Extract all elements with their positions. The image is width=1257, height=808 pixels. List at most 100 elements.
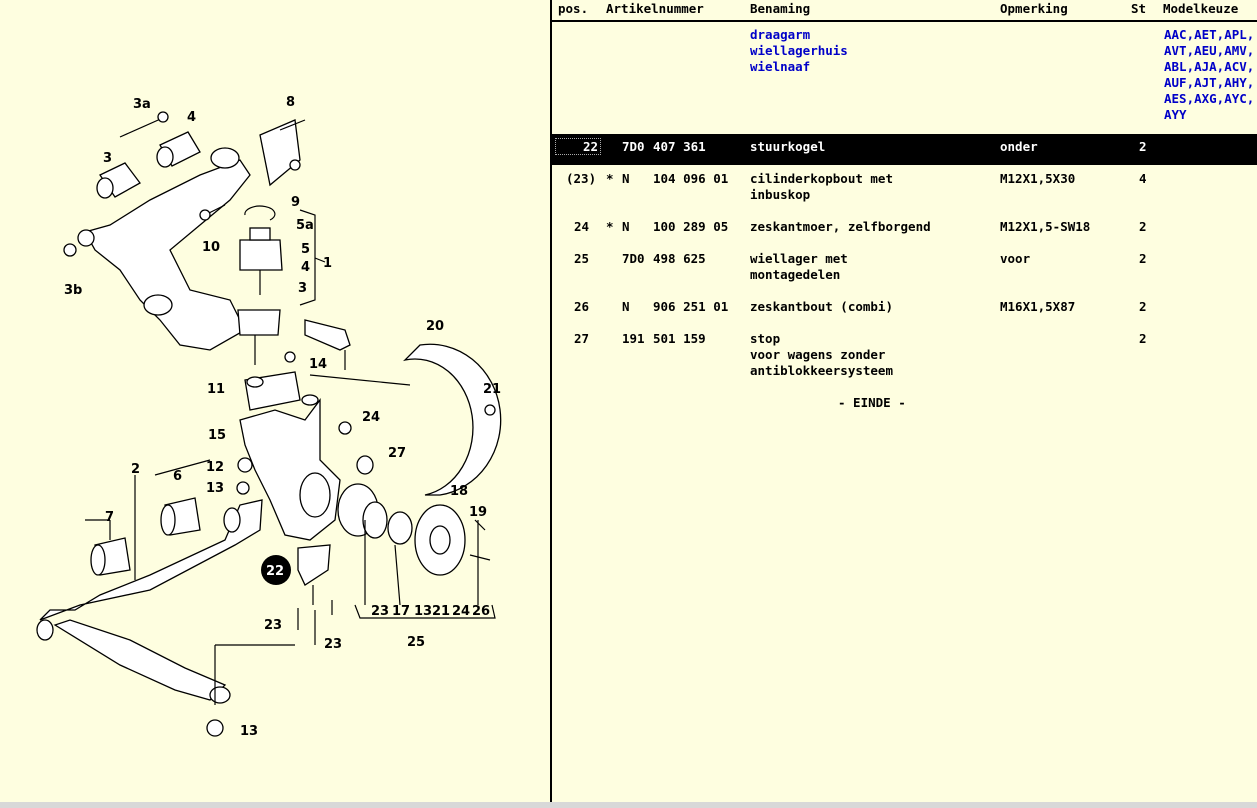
callout-26: 26 (472, 604, 490, 619)
row-qty: 4 (1139, 171, 1147, 186)
col-st[interactable]: St (1131, 1, 1147, 16)
end-marker: - EINDE - (552, 395, 1257, 411)
callout-24: 24 (362, 410, 380, 425)
brake-shield (403, 343, 502, 496)
group-line: wiellagerhuis (750, 43, 848, 58)
callout-13c: 13 (240, 724, 258, 739)
callout-27: 27 (388, 446, 406, 461)
row-remark: M12X1,5X30 (1000, 171, 1076, 186)
model-line: AYY (1164, 107, 1187, 122)
callout-22-highlight[interactable] (261, 555, 291, 585)
callout-13b: 13 (414, 604, 432, 619)
callout-9: 9 (291, 195, 300, 210)
row-star: * (606, 171, 614, 186)
row-desc: voor wagens zonder (750, 347, 886, 362)
callout-11: 11 (207, 382, 225, 397)
callout-21: 21 (483, 382, 501, 397)
group-header-row[interactable]: draagarm wiellagerhuis wielnaaf AAC,AET,… (552, 27, 1257, 123)
callout-23b: 23 (264, 618, 282, 633)
upper-control-arm (84, 159, 251, 351)
row-desc: antiblokkeersysteem (750, 363, 893, 378)
col-pos[interactable]: pos. (558, 1, 589, 16)
row-prefix: N (622, 171, 630, 186)
callout-3b: 3b (64, 283, 82, 298)
callout-10: 10 (202, 240, 220, 255)
callout-24b: 24 (452, 604, 470, 619)
table-row[interactable]: 24 * N 100 289 05 zeskantmoer, zelfborge… (552, 219, 1257, 235)
row-qty: 2 (1139, 251, 1147, 266)
row-qty: 2 (1139, 331, 1147, 346)
table-row[interactable]: 26 N 906 251 01 zeskantbout (combi) M16X… (552, 299, 1257, 315)
group-line: wielnaaf (750, 59, 811, 74)
callout-15: 15 (208, 428, 226, 443)
row-remark: M12X1,5-SW18 (1000, 219, 1091, 234)
callout-4b: 4 (301, 260, 310, 275)
callout-19: 19 (469, 505, 487, 520)
row-pos: 24 (574, 219, 590, 234)
row-number: 104 096 01 (653, 171, 729, 186)
column-header-bar: pos. Artikelnummer Benaming Opmerking St… (552, 0, 1257, 22)
row-desc: cilinderkopbout met (750, 171, 893, 186)
row-qty: 2 (1139, 299, 1147, 314)
callout-18: 18 (450, 484, 468, 499)
exploded-parts-diagram: 3a 4 8 3 9 5a 10 5 4 1 3b 3 20 14 21 11 … (0, 0, 550, 802)
table-row[interactable]: 25 7D0 498 625 wiellager met montagedele… (552, 251, 1257, 283)
callout-3c: 3 (298, 281, 307, 296)
row-number: 407 361 (653, 139, 706, 154)
callout-12: 12 (206, 460, 224, 475)
row-qty: 2 (1139, 139, 1147, 154)
row-number: 100 289 05 (653, 219, 729, 234)
row-remark: M16X1,5X87 (1000, 299, 1076, 314)
callout-20: 20 (426, 319, 444, 334)
row-qty: 2 (1139, 219, 1147, 234)
callout-3: 3 (103, 151, 112, 166)
row-pos: 26 (574, 299, 590, 314)
callout-8: 8 (286, 95, 295, 110)
model-line: AVT,AEU,AMV, (1164, 43, 1255, 58)
callout-6: 6 (173, 469, 182, 484)
bottom-status-strip (0, 802, 1257, 808)
row-prefix: 7D0 (622, 251, 645, 266)
callout-23: 23 (371, 604, 389, 619)
callout-21b: 21 (432, 604, 450, 619)
row-star: * (606, 219, 614, 234)
model-line: AUF,AJT,AHY, (1164, 75, 1255, 90)
row-pos: 25 (574, 251, 590, 266)
row-prefix: N (622, 299, 630, 314)
group-line: draagarm (750, 27, 811, 42)
callout-13: 13 (206, 481, 224, 496)
table-row[interactable]: 27 191 501 159 stop voor wagens zonder a… (552, 331, 1257, 379)
callout-2: 2 (131, 462, 140, 477)
lower-control-arm (39, 499, 263, 621)
callout-1: 1 (323, 256, 332, 271)
model-line: ABL,AJA,ACV, (1164, 59, 1255, 74)
row-number: 906 251 01 (653, 299, 729, 314)
row-number: 501 159 (653, 331, 706, 346)
table-row-selected[interactable]: 22 7D0 407 361 stuurkogel onder 2 (552, 134, 1257, 165)
callout-3a: 3a (133, 97, 151, 112)
col-opmerking[interactable]: Opmerking (1000, 1, 1068, 16)
row-desc: stuurkogel (750, 139, 826, 154)
model-line: AAC,AET,APL, (1164, 27, 1255, 42)
row-desc: montagedelen (750, 267, 841, 282)
col-benaming[interactable]: Benaming (750, 1, 811, 16)
table-row[interactable]: (23) * N 104 096 01 cilinderkopbout met … (552, 171, 1257, 203)
row-desc: zeskantbout (combi) (750, 299, 893, 314)
diagram-svg: 3a 4 8 3 9 5a 10 5 4 1 3b 3 20 14 21 11 … (36, 95, 502, 739)
row-pos: 22 (555, 138, 601, 155)
col-modelkeuze[interactable]: Modelkeuze (1163, 1, 1239, 16)
callout-5: 5 (301, 242, 310, 257)
callout-4: 4 (187, 110, 196, 125)
end-text: - EINDE - (838, 395, 906, 410)
row-prefix: 7D0 (622, 139, 645, 154)
row-remark: onder (1000, 139, 1038, 154)
row-desc: wiellager met (750, 251, 848, 266)
model-line: AES,AXG,AYC, (1164, 91, 1255, 106)
col-artikelnummer[interactable]: Artikelnummer (606, 1, 704, 16)
callout-23c: 23 (324, 637, 342, 652)
callout-7: 7 (105, 510, 114, 525)
callout-5a: 5a (296, 218, 314, 233)
pane-divider[interactable] (550, 0, 552, 802)
callout-22[interactable]: 22 (266, 564, 284, 579)
row-remark: voor (1000, 251, 1031, 266)
